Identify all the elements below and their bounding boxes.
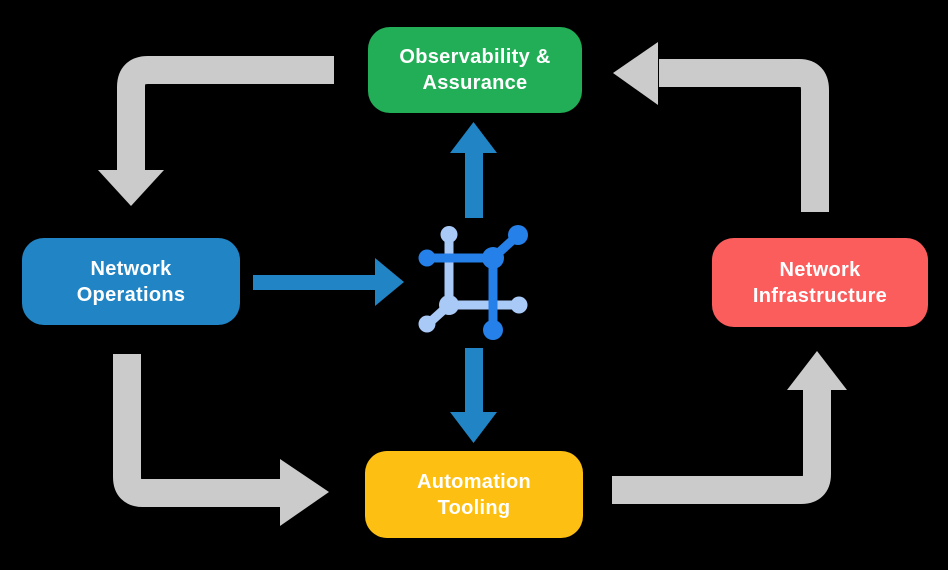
arrow-infrastructure-to-observability [613,42,829,212]
network-mesh-icon [418,225,528,340]
arrow-icon-to-observability [450,122,497,218]
node-network-infrastructure: Network Infrastructure [712,238,928,327]
arrow-icon-to-automation [450,348,497,443]
node-automation-tooling: Automation Tooling [365,451,583,538]
node-label: Assurance [422,72,528,94]
arrow-operations-to-automation [113,354,329,526]
node-observability-assurance: Observability & Assurance [368,27,582,113]
node-label: Infrastructure [752,284,888,307]
node-label: Tooling [437,496,511,519]
node-label: Network [779,258,861,281]
node-label: Network [90,257,172,280]
node-label: Operations [76,283,186,306]
arrow-automation-to-infrastructure [612,351,847,504]
arrow-observability-to-operations [98,56,334,206]
node-label: Automation [416,470,532,493]
node-network-operations: Network Operations [22,238,240,325]
arrow-operations-to-icon [253,258,404,306]
node-label: Observability & [399,46,551,68]
